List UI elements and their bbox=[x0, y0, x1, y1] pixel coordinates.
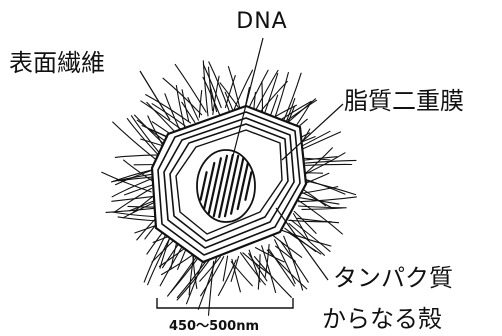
protein-shell-label-line2: からなる殻 bbox=[322, 305, 442, 333]
dna-core bbox=[197, 150, 255, 222]
surface-fiber bbox=[304, 180, 355, 194]
surface-fiber bbox=[144, 230, 168, 282]
surface-fiber bbox=[294, 211, 316, 233]
surface-fiber bbox=[188, 98, 199, 121]
surface-fiber bbox=[258, 255, 260, 290]
surface-fiber bbox=[299, 206, 347, 208]
surface-fiber bbox=[163, 78, 202, 115]
surface-fiber bbox=[302, 208, 343, 209]
surface-fiber bbox=[302, 164, 352, 165]
scale-label: 450～500nm bbox=[169, 319, 259, 334]
surface-fiber bbox=[141, 101, 183, 131]
surface-fiber bbox=[128, 206, 158, 207]
surface-fiber bbox=[223, 256, 227, 281]
surface-fibers-label: 表面繊維 bbox=[9, 49, 105, 77]
surface-fiber bbox=[209, 261, 214, 315]
surface-fiber bbox=[112, 212, 160, 217]
lipid-membrane-label: 脂質二重膜 bbox=[344, 87, 464, 115]
surface-fiber bbox=[262, 82, 263, 117]
dna-label: DNA bbox=[236, 9, 287, 34]
protein-shell-label-line1: タンパク質 bbox=[333, 264, 453, 292]
surface-fiber bbox=[182, 90, 189, 122]
surface-fiber bbox=[305, 148, 332, 174]
surface-fiber bbox=[125, 184, 157, 195]
